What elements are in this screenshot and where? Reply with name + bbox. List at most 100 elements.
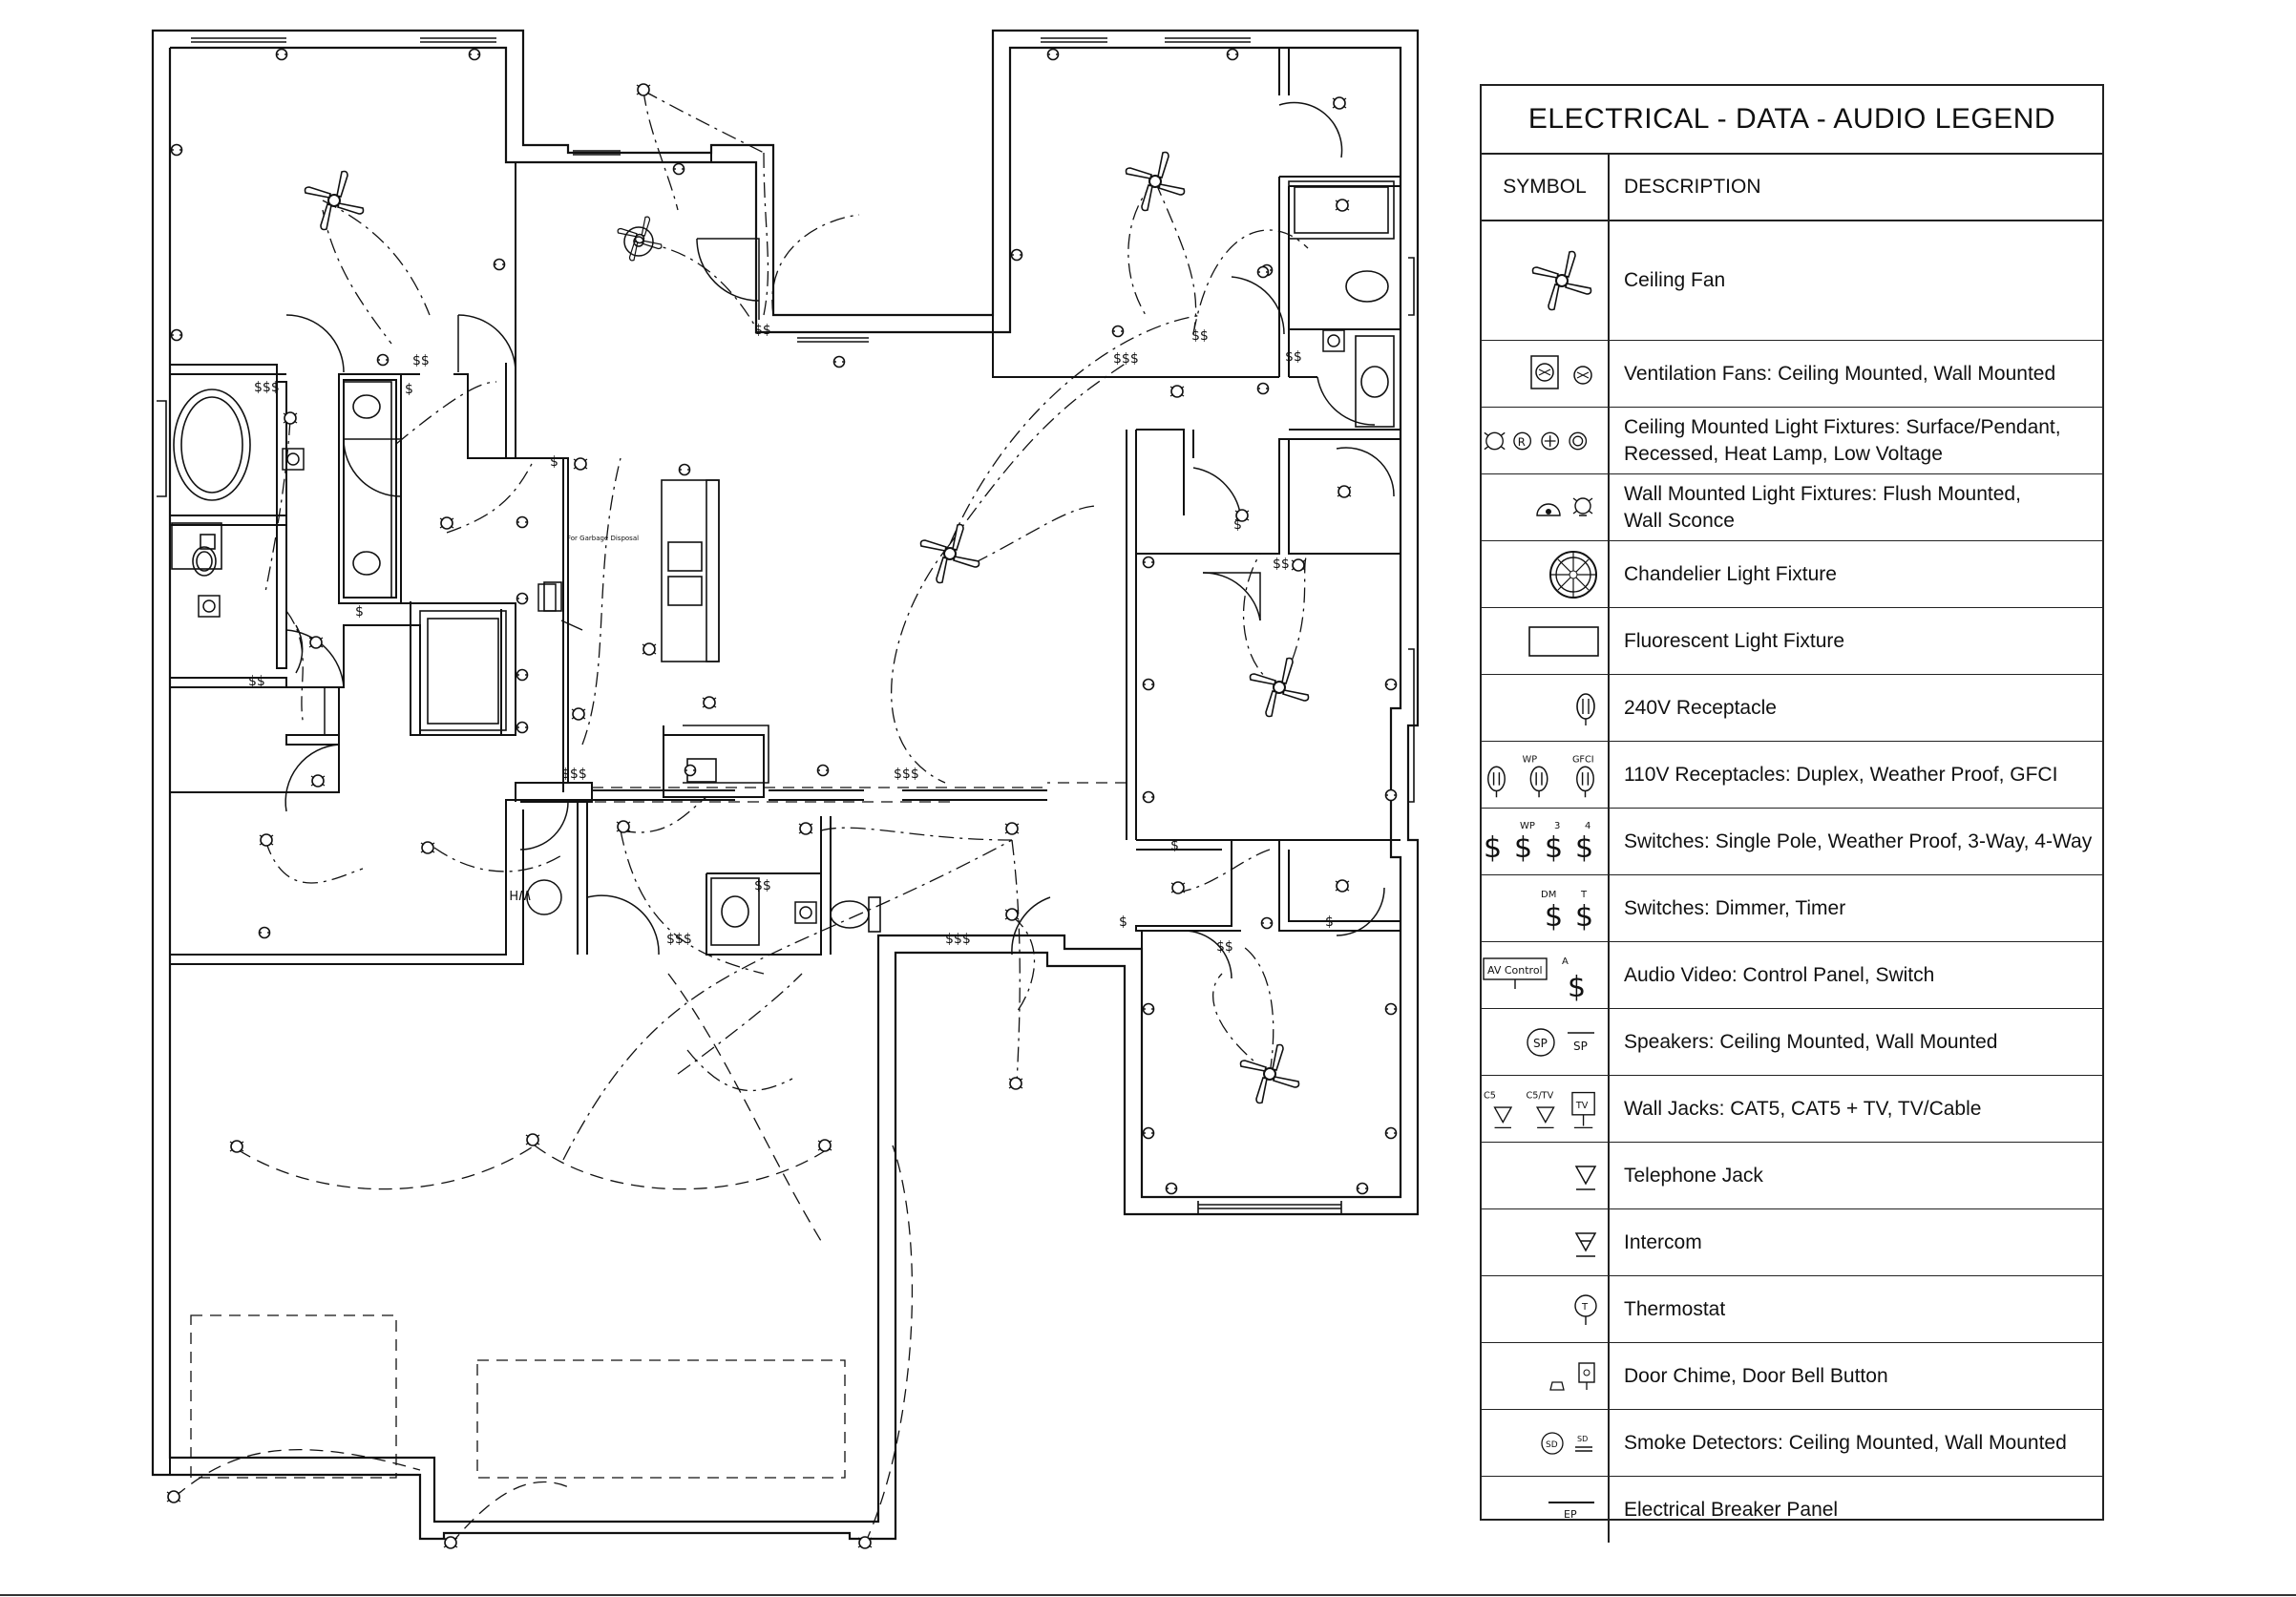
sym-label: GFCI	[1572, 754, 1594, 765]
legend-row-ceiling-light: R Ceiling Mounted Light Fixtures: Surfac…	[1482, 408, 2102, 474]
svg-text:$$: $$	[1273, 557, 1290, 572]
legend-row-240v-receptacle: 240V Receptacle	[1482, 675, 2102, 742]
symbol-column-header: SYMBOL	[1482, 155, 1610, 220]
svg-text:$: $	[355, 604, 364, 620]
sym-label: C5/TV	[1527, 1090, 1554, 1101]
sym-label: AV Control	[1487, 964, 1543, 977]
legend-description: Telephone Jack	[1624, 1164, 1763, 1187]
dimmer-switch-icon: $ $ DM T	[1541, 890, 1593, 934]
sym-label: C5	[1484, 1090, 1496, 1101]
breaker-panel-icon: EP	[1548, 1501, 1594, 1521]
legend-row-door-chime: Door Chime, Door Bell Button	[1482, 1343, 2102, 1410]
legend-description: Switches: Single Pole, Weather Proof, 3-…	[1624, 830, 2093, 852]
sym-label: T	[1581, 1302, 1589, 1313]
svg-text:$: $	[1545, 831, 1563, 865]
sym-label: SP	[1533, 1037, 1548, 1050]
speaker-icon: SP SP	[1527, 1027, 1594, 1057]
svg-text:$: $	[1575, 900, 1593, 934]
legend-row-wall-jacks: C5 C5/TV TV Wall Jacks: CAT5, CAT5 + TV,…	[1482, 1076, 2102, 1143]
svg-text:$$$: $$$	[894, 767, 919, 782]
description-column-header: DESCRIPTION	[1624, 176, 1761, 198]
svg-text:$$$: $$$	[561, 767, 587, 782]
legend-description: 240V Receptacle	[1624, 696, 1777, 719]
svg-text:$$: $$	[1285, 349, 1302, 365]
svg-text:$$$: $$$	[1113, 351, 1139, 367]
legend-description: Ceiling Mounted Light Fixtures: Surface/…	[1624, 415, 2061, 465]
legend-row-smoke-detector: SD SD Smoke Detectors: Ceiling Mounted, …	[1482, 1410, 2102, 1477]
legend-description: Switches: Dimmer, Timer	[1624, 896, 1846, 919]
svg-text:$$: $$	[412, 353, 430, 368]
ventilation-fan-icon	[1530, 354, 1592, 389]
wall-jack-icon: C5 C5/TV TV	[1484, 1090, 1595, 1128]
legend-row-dimmer-timer: $ $ DM T Switches: Dimmer, Timer	[1482, 875, 2102, 942]
receptacle-markers	[170, 48, 1398, 1195]
fluorescent-light-icon	[1528, 625, 1599, 657]
chandelier-icon	[1549, 550, 1597, 599]
legend-description: Ventilation Fans: Ceiling Mounted, Wall …	[1624, 362, 2056, 385]
switch-icon: $ $ $ $ WP 3 4	[1484, 821, 1593, 865]
legend-description: Audio Video: Control Panel, Switch	[1624, 963, 1935, 986]
svg-text:$: $	[1233, 517, 1242, 533]
legend-title: ELECTRICAL - DATA - AUDIO LEGEND	[1482, 86, 2102, 155]
legend-row-ceiling-fan: Ceiling Fan	[1482, 221, 2102, 341]
sym-label: EP	[1564, 1508, 1577, 1521]
switch-markers: $$$ $$ $ $ $$ $$ $$$ $$ $$ $ $$ $ $$ $ $…	[248, 323, 1334, 955]
sym-label: WP	[1523, 754, 1538, 765]
legend-description: Ceiling Fan	[1624, 269, 1726, 291]
sym-label: SD	[1546, 1440, 1558, 1450]
svg-text:$: $	[1545, 900, 1563, 934]
sym-label: SD	[1577, 1435, 1588, 1443]
receptacle-110v-icon: WP GFCI	[1487, 754, 1594, 797]
svg-text:$$: $$	[754, 878, 771, 893]
svg-text:$: $	[1484, 831, 1502, 865]
sym-label: DM	[1541, 890, 1556, 900]
svg-text:$: $	[1170, 838, 1179, 853]
legend-description: Wall Jacks: CAT5, CAT5 + TV, TV/Cable	[1624, 1097, 1982, 1120]
door-chime-icon	[1549, 1361, 1595, 1391]
floor-plan: $	[151, 29, 1420, 1549]
legend-row-110v-receptacle: WP GFCI 110V Receptacles: Duplex, Weathe…	[1482, 742, 2102, 809]
legend-description: Speakers: Ceiling Mounted, Wall Mounted	[1624, 1030, 1998, 1053]
ceiling-fan-icon	[1531, 250, 1592, 311]
sym-label: WP	[1520, 821, 1535, 831]
sym-label: A	[1562, 956, 1569, 967]
sheet-border-line	[0, 1594, 2296, 1596]
legend-description: Door Chime, Door Bell Button	[1624, 1364, 1888, 1387]
water-heater-label: WH	[509, 887, 531, 901]
sym-label: SP	[1573, 1040, 1588, 1053]
svg-text:$: $	[1514, 831, 1532, 865]
sym-label: 4	[1585, 821, 1590, 831]
legend-description: Fluorescent Light Fixture	[1624, 629, 1845, 652]
legend-description: Wall Mounted Light Fixtures: Flush Mount…	[1624, 482, 2021, 532]
legend-row-switches: $ $ $ $ WP 3 4 Switches: Single Pole, We…	[1482, 809, 2102, 875]
legend-row-speakers: SP SP Speakers: Ceiling Mounted, Wall Mo…	[1482, 1009, 2102, 1076]
legend-row-fluorescent-light: Fluorescent Light Fixture	[1482, 608, 2102, 675]
svg-text:$: $	[1325, 914, 1334, 930]
svg-text:$$: $$	[1216, 939, 1233, 955]
garbage-disposal-label: For Garbage Disposal	[567, 535, 639, 542]
svg-text:$$$: $$$	[945, 932, 971, 947]
svg-text:R: R	[1518, 434, 1526, 448]
legend-description: Chandelier Light Fixture	[1624, 562, 1837, 585]
legend-row-breaker-panel: EP Electrical Breaker Panel	[1482, 1477, 2102, 1543]
wall-light-icon	[1536, 496, 1593, 516]
receptacle-240v-icon	[1576, 692, 1595, 725]
svg-text:$$: $$	[248, 674, 265, 689]
legend-table: ELECTRICAL - DATA - AUDIO LEGEND SYMBOL …	[1480, 84, 2104, 1543]
svg-text:$$: $$	[1191, 328, 1209, 344]
svg-text:$$: $$	[754, 323, 771, 338]
legend-row-chandelier: Chandelier Light Fixture	[1482, 541, 2102, 608]
svg-text:$: $	[405, 382, 413, 397]
legend-description: 110V Receptacles: Duplex, Weather Proof,…	[1624, 763, 2058, 786]
legend-description: Electrical Breaker Panel	[1624, 1498, 1839, 1521]
legend-description: Thermostat	[1624, 1297, 1726, 1320]
ceiling-light-icon: R	[1484, 431, 1588, 450]
legend-row-audio-video: AV Control $ A Audio Video: Control Pane…	[1482, 942, 2102, 1009]
legend-description: Intercom	[1624, 1230, 1702, 1253]
legend-header-row: SYMBOL DESCRIPTION	[1482, 155, 2102, 221]
sym-label: 3	[1554, 821, 1560, 831]
legend-row-thermostat: T Thermostat	[1482, 1276, 2102, 1343]
legend-row-wall-light: Wall Mounted Light Fixtures: Flush Mount…	[1482, 474, 2102, 541]
sym-label: T	[1580, 890, 1588, 900]
svg-text:$$$: $$$	[666, 932, 692, 947]
